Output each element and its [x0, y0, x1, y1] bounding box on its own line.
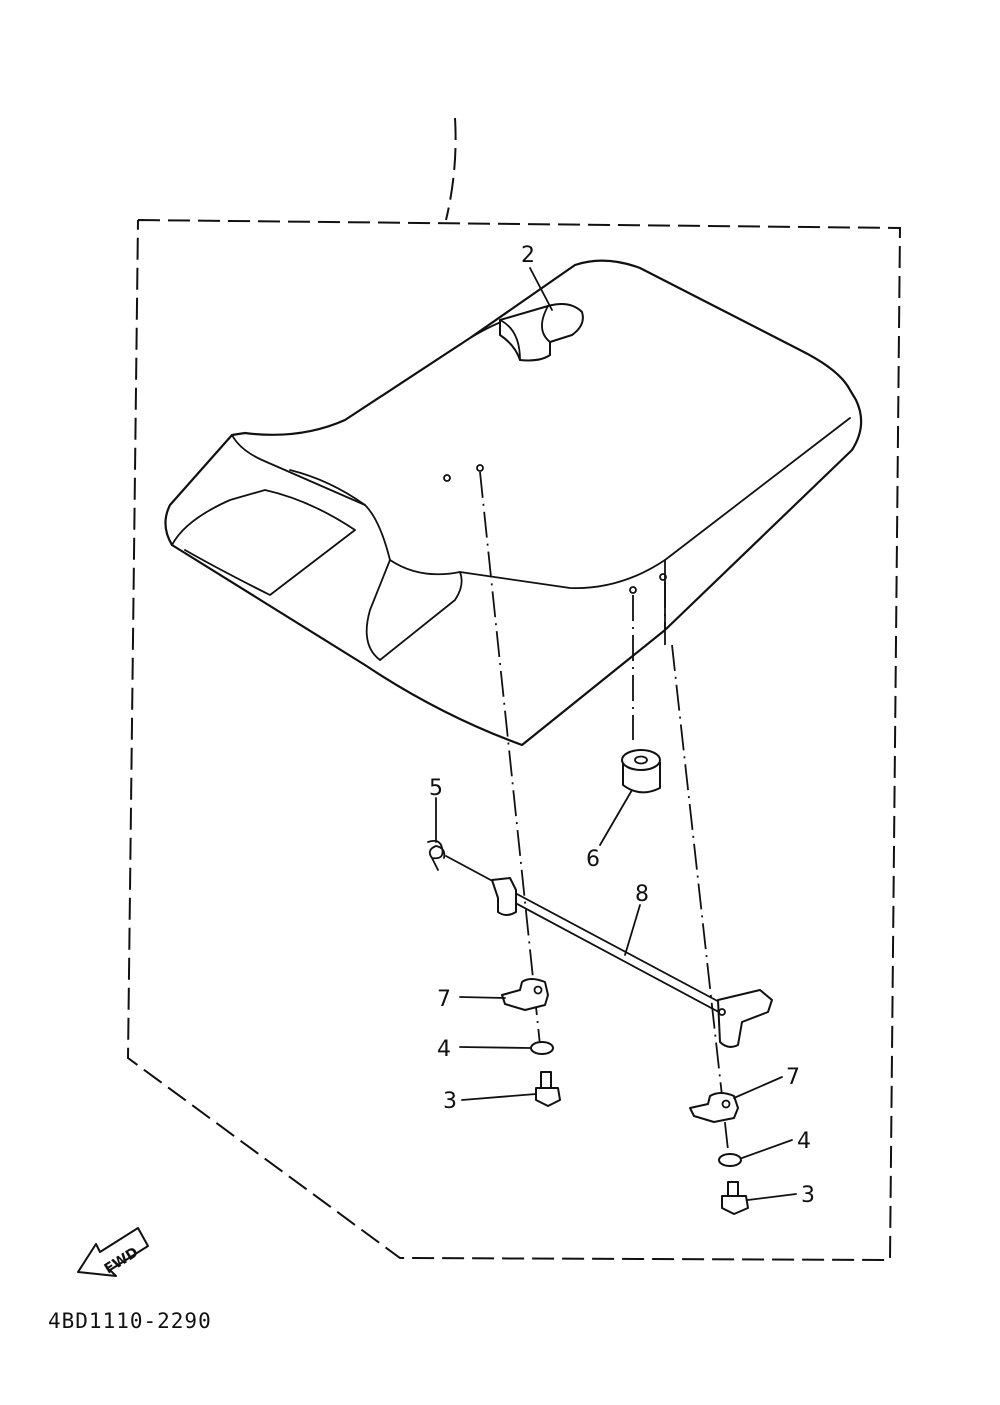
leader-7-right: [733, 1076, 783, 1099]
part-code: 4BD1110-2290: [48, 1309, 212, 1333]
seat: [164, 259, 863, 747]
washer-right-part: [718, 1153, 742, 1167]
callout-5: 5: [429, 776, 443, 801]
axis-line: [671, 644, 729, 1151]
callout-3-right: 3: [801, 1183, 815, 1208]
callout-8: 8: [635, 882, 649, 907]
leader-3-right: [747, 1193, 797, 1201]
callout-4-left: 4: [437, 1037, 451, 1062]
leader-4-left: [459, 1046, 531, 1049]
bracket-left-part: [501, 978, 549, 1011]
mount-hole: [443, 474, 451, 482]
damper-part: [621, 749, 661, 794]
leader-6: [599, 789, 633, 846]
leader-8: [624, 904, 641, 956]
bolt-right-part: [721, 1181, 749, 1215]
mount-hole: [659, 573, 667, 581]
mount-hole: [629, 586, 637, 594]
callout-4-right: 4: [797, 1129, 811, 1154]
fwd-arrow-icon: FWD: [77, 1227, 149, 1277]
leader-2: [529, 267, 553, 311]
axis-line: [479, 471, 541, 1046]
bolt-left-part: [535, 1071, 561, 1107]
washer-left-part: [530, 1041, 554, 1055]
callout-3-left: 3: [443, 1089, 457, 1114]
bracket-right-part: [689, 1092, 739, 1123]
leader-3-left: [461, 1093, 537, 1101]
assembly-boundary: [126, 219, 902, 1262]
leader-4-right: [741, 1139, 793, 1159]
leader-7-left: [459, 996, 506, 999]
callout-6: 6: [586, 847, 600, 872]
mount-hole: [476, 464, 484, 472]
rod-part: [491, 877, 773, 1048]
assembly-leader: [445, 117, 457, 221]
callout-2: 2: [521, 243, 535, 268]
spring-part: [427, 839, 501, 886]
callout-7-right: 7: [786, 1065, 800, 1090]
seat-lock-part: [499, 303, 584, 362]
callout-7-left: 7: [437, 987, 451, 1012]
